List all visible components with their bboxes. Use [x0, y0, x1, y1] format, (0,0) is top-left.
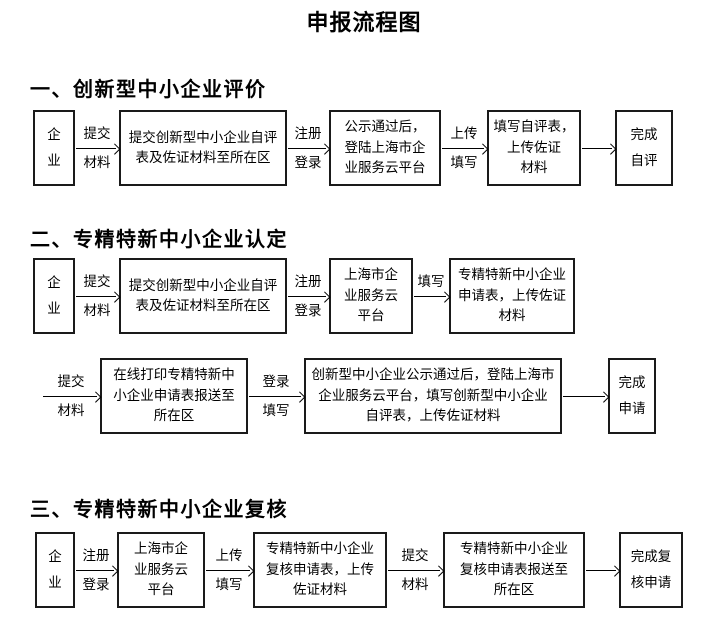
section-1-heading: 一、创新型中小企业评价: [30, 79, 267, 101]
box-label: 企 业: [47, 275, 61, 316]
arrow-label-top: 注册: [82, 547, 110, 563]
box-srdi-application-upload-evidence: 专精特新中小企业 申请表，上传佐证 材料: [449, 258, 575, 334]
arrow-label-bottom: 材料: [83, 302, 111, 318]
box-label: 创新型中小企业公示通过后，登陆上海市 企业服务云平台，填写创新型中小企业 自评表…: [311, 367, 555, 424]
arrow-register-login: 注册 登录: [287, 258, 329, 334]
arrow-register-login: 注册 登录: [287, 110, 329, 186]
box-srdi-review-application-upload: 专精特新中小企业 复核申请表，上传 佐证材料: [253, 532, 387, 608]
arrow-label-bottom: 材料: [57, 402, 85, 418]
box-label: 上海市企 业服务云 平台: [344, 267, 398, 324]
box-complete-self-eval: 完成 自评: [615, 110, 673, 186]
arrow-label-bottom: 登录: [294, 154, 322, 170]
right-arrow-icon: [76, 292, 118, 301]
section-3-heading: 三、专精特新中小企业复核: [30, 499, 288, 521]
arrow-submit-materials: 提交 材料: [42, 358, 100, 434]
arrow-label-top: 提交: [401, 547, 429, 563]
arrow-upload-fill: 上传 填写: [441, 110, 487, 186]
box-label: 提交创新型中小企业自评 表及佐证材料至所在区: [128, 129, 278, 166]
arrow-label-top: 注册: [294, 273, 322, 289]
flow-row-4: 企 业 注册 登录 上海市企 业服务云 平台 上传 填写 专精特新中小企业 复核…: [35, 532, 728, 608]
box-label: 完成 自评: [630, 127, 658, 168]
arrow-label-bottom: 登录: [82, 576, 110, 592]
right-arrow-icon: [249, 392, 303, 401]
box-label: 公示通过后， 登陆上海市企 业服务云平台: [344, 119, 426, 176]
box-shanghai-enterprise-cloud: 上海市企 业服务云 平台: [329, 258, 413, 334]
box-label: 专精特新中小企业 复核申请表，上传 佐证材料: [266, 541, 374, 598]
flow-row-1: 企 业 提交 材料 提交创新型中小企业自评 表及佐证材料至所在区 注册 登录 公…: [33, 110, 728, 186]
flow-row-3: 提交 材料 在线打印专精特新中 小企业申请表报送至 所在区 登录 填写 创新型中…: [42, 358, 728, 434]
arrow-label-bottom: 填写: [262, 402, 290, 418]
box-shanghai-enterprise-cloud: 上海市企 业服务云 平台: [117, 532, 205, 608]
page-title: 申报流程图: [306, 10, 422, 35]
arrow-submit-materials: 提交 材料: [75, 258, 119, 334]
flowchart-page: 申报流程图 一、创新型中小企业评价 企 业 提交 材料 提交创新型中小企业自评 …: [0, 8, 728, 608]
section-2-heading: 二、专精特新中小企业认定: [30, 229, 288, 251]
arrow-label-top: 填写: [417, 273, 445, 289]
right-arrow-icon: [563, 392, 607, 401]
right-arrow-icon: [43, 392, 99, 401]
right-arrow-icon: [388, 566, 442, 575]
box-label: 上海市企 业服务云 平台: [134, 541, 188, 598]
box-label: 专精特新中小企业 申请表，上传佐证 材料: [458, 267, 566, 324]
box-complete-application: 完成 申请: [608, 358, 656, 434]
right-arrow-icon: [206, 566, 252, 575]
flow-row-2: 企 业 提交 材料 提交创新型中小企业自评 表及佐证材料至所在区 注册 登录 上…: [33, 258, 728, 334]
section-srdi-sme-certification: 二、专精特新中小企业认定 企 业 提交 材料 提交创新型中小企业自评 表及佐证材…: [0, 226, 728, 434]
arrow-label-top: 提交: [83, 125, 111, 141]
box-label: 专精特新中小企业 复核申请表报送至 所在区: [460, 541, 568, 598]
box-enterprise: 企 业: [35, 532, 75, 608]
box-label: 提交创新型中小企业自评 表及佐证材料至所在区: [128, 277, 278, 314]
box-print-srdi-application-to-district: 在线打印专精特新中 小企业申请表报送至 所在区: [100, 358, 248, 434]
box-complete-review-application: 完成复 核申请: [619, 532, 683, 608]
box-label: 在线打印专精特新中 小企业申请表报送至 所在区: [113, 367, 235, 424]
arrow-label-top: 上传: [215, 547, 243, 563]
arrow-label-bottom: 填写: [215, 576, 243, 592]
box-submit-innovative-self-eval-form: 提交创新型中小企业自评 表及佐证材料至所在区: [119, 258, 287, 334]
box-label: 企 业: [48, 549, 62, 590]
arrow-upload-fill: 上传 填写: [205, 532, 253, 608]
right-arrow-icon: [76, 144, 118, 153]
arrow-submit-materials: 提交 材料: [387, 532, 443, 608]
arrow-label-bottom: 登录: [294, 302, 322, 318]
arrow-label-top: 登录: [262, 373, 290, 389]
arrow-label-top: 注册: [294, 125, 322, 141]
right-arrow-icon: [288, 144, 328, 153]
box-enterprise: 企 业: [33, 258, 75, 334]
arrow-label-top: 上传: [450, 125, 478, 141]
arrow-label-bottom: 材料: [83, 154, 111, 170]
right-arrow-icon: [582, 144, 614, 153]
section-srdi-sme-review: 三、专精特新中小企业复核 企 业 注册 登录 上海市企 业服务云 平台 上传 填…: [0, 496, 728, 608]
box-fill-self-eval-upload-evidence: 填写自评表， 上传佐证 材料: [487, 110, 581, 186]
arrow-submit-materials: 提交 材料: [75, 110, 119, 186]
right-arrow-icon: [288, 292, 328, 301]
arrow-label-bottom: 填写: [450, 154, 478, 170]
box-enterprise: 企 业: [33, 110, 75, 186]
arrow-label-top: 提交: [83, 273, 111, 289]
section-innovative-sme-evaluation: 一、创新型中小企业评价 企 业 提交 材料 提交创新型中小企业自评 表及佐证材料…: [0, 76, 728, 186]
box-label: 完成复 核申请: [630, 549, 672, 590]
box-srdi-review-application-to-district: 专精特新中小企业 复核申请表报送至 所在区: [443, 532, 585, 608]
arrow-next: [585, 532, 619, 608]
right-arrow-icon: [586, 566, 618, 575]
arrow-fill: 填写: [413, 258, 449, 334]
right-arrow-icon: [442, 144, 486, 153]
box-submit-innovative-self-eval-form: 提交创新型中小企业自评 表及佐证材料至所在区: [119, 110, 287, 186]
box-label: 填写自评表， 上传佐证 材料: [493, 119, 575, 176]
arrow-label-bottom: 材料: [401, 576, 429, 592]
arrow-next: [581, 110, 615, 186]
right-arrow-icon: [76, 566, 116, 575]
box-publicity-passed-login-cloud: 公示通过后， 登陆上海市企 业服务云平台: [329, 110, 441, 186]
box-label: 完成 申请: [618, 375, 646, 416]
right-arrow-icon: [414, 292, 448, 301]
arrow-label-top: 提交: [57, 373, 85, 389]
arrow-register-login: 注册 登录: [75, 532, 117, 608]
arrow-next: [562, 358, 608, 434]
arrow-login-fill: 登录 填写: [248, 358, 304, 434]
box-innovative-publicity-login-fill-upload: 创新型中小企业公示通过后，登陆上海市 企业服务云平台，填写创新型中小企业 自评表…: [304, 358, 562, 434]
box-label: 企 业: [47, 127, 61, 168]
